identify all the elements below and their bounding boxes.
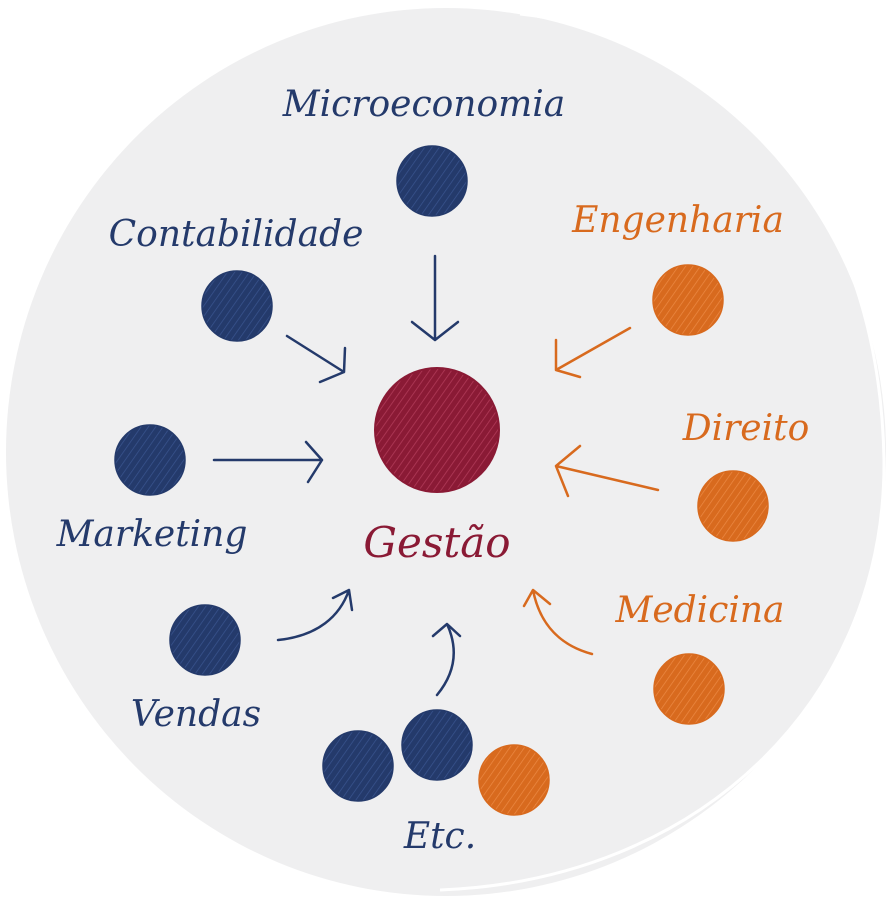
dot-microeconomia (396, 145, 468, 217)
label-microeconomia: Microeconomia (282, 84, 566, 125)
node-medicina: Medicina (614, 590, 785, 725)
arrow-direito (554, 444, 660, 498)
arrow-vendas (276, 588, 354, 642)
label-contabilidade: Contabilidade (109, 214, 364, 255)
dot-contabilidade (201, 270, 273, 342)
etc-cluster: Etc. (322, 709, 550, 857)
node-vendas: Vendas (131, 604, 261, 735)
arrow-medicina (522, 588, 594, 656)
label-marketing: Marketing (56, 514, 248, 555)
dot-engenharia (652, 264, 724, 336)
etc-dot-orange (478, 744, 550, 816)
center-label-gestao: Gestão (363, 518, 510, 567)
label-medicina: Medicina (614, 590, 784, 631)
dot-marketing (114, 424, 186, 496)
arrow-engenharia (554, 326, 632, 379)
arrow-etc (431, 622, 462, 697)
node-engenharia: Engenharia (571, 200, 784, 336)
arrow-microeconomia (410, 254, 460, 342)
etc-dot-navy-left (322, 730, 394, 802)
dot-direito (697, 470, 769, 542)
node-contabilidade: Contabilidade (109, 214, 364, 342)
dot-vendas (169, 604, 241, 676)
dot-medicina (653, 653, 725, 725)
label-vendas: Vendas (131, 694, 261, 735)
arrow-marketing (212, 440, 324, 484)
center-node-gestao (374, 367, 500, 493)
node-direito: Direito (682, 408, 810, 542)
etc-dot-navy-middle (401, 709, 473, 781)
disc-sketch-outline (439, 12, 886, 892)
node-marketing: Marketing (56, 424, 248, 555)
node-microeconomia: Microeconomia (282, 84, 566, 217)
label-etc: Etc. (403, 816, 476, 857)
label-engenharia: Engenharia (571, 200, 784, 241)
arrow-contabilidade (285, 334, 347, 384)
label-direito: Direito (682, 408, 810, 449)
